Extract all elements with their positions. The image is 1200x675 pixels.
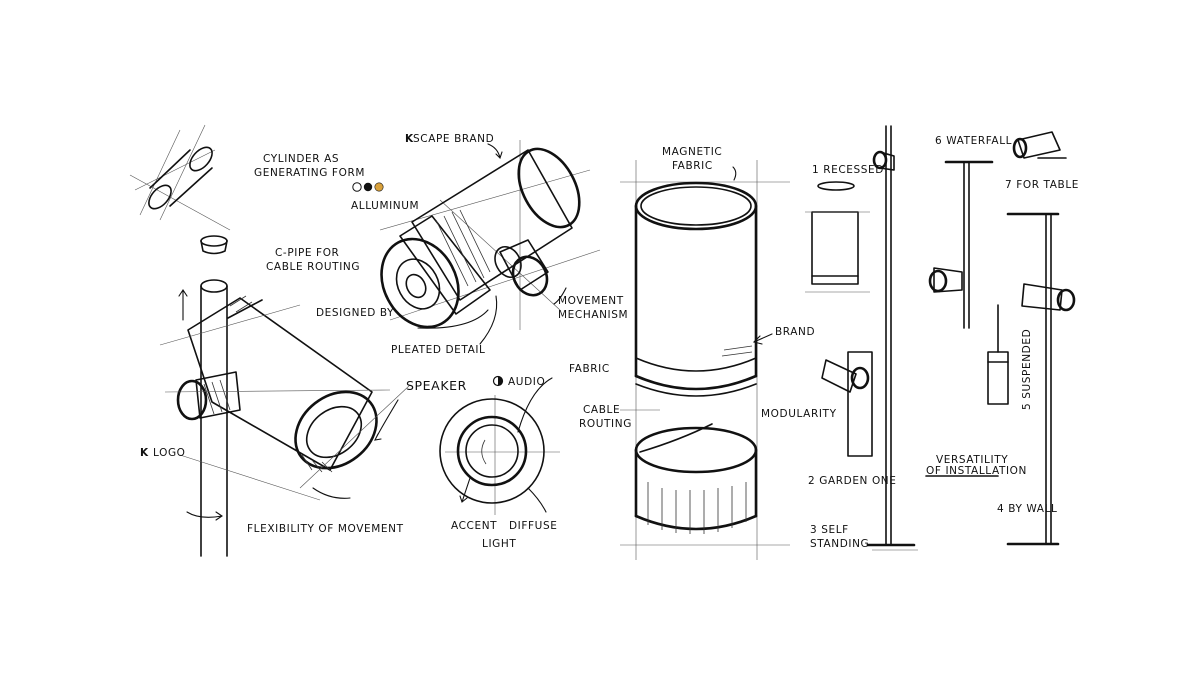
label-versatility-2: OF INSTALLATION <box>926 465 1027 477</box>
label-suspended: 5 SUSPENDED <box>1021 329 1033 410</box>
label-movement-2: MECHANISM <box>558 309 628 321</box>
label-brand-k: K <box>405 133 414 145</box>
label-pleated: PLEATED DETAIL <box>391 344 486 356</box>
speaker-body-sketch <box>352 140 601 345</box>
label-garden: 2 GARDEN ONE <box>808 475 897 487</box>
label-recessed: 1 RECESSED <box>812 164 884 176</box>
label-flexibility: FLEXIBILITY OF MOVEMENT <box>247 523 404 535</box>
label-aluminum: ALLUMINUM <box>351 200 419 212</box>
label-fabric: FABRIC <box>569 363 610 375</box>
front-view-sketch <box>439 375 560 515</box>
label-cylinder-2: GENERATING FORM <box>254 167 365 179</box>
label-cable-2: ROUTING <box>579 418 632 430</box>
label-diffuse: DIFFUSE <box>509 520 557 532</box>
label-waterfall: 6 WATERFALL <box>935 135 1012 147</box>
label-k-logo: LOGO <box>153 447 186 459</box>
label-cpipe-1: C-PIPE FOR <box>275 247 339 259</box>
modular-cylinder-sketch <box>620 160 790 560</box>
pole-speaker-sketch <box>159 235 411 557</box>
label-speaker: SPEAKER <box>406 378 467 393</box>
label-magnetic-2: FABRIC <box>672 160 713 172</box>
label-wall: 4 BY WALL <box>997 503 1058 515</box>
label-versatility-1: VERSATILITY <box>936 454 1008 466</box>
label-brand-right: BRAND <box>775 326 815 338</box>
label-cpipe-2: CABLE ROUTING <box>266 261 360 273</box>
label-table: 7 FOR TABLE <box>1005 179 1079 191</box>
cylinder-sketch <box>129 124 231 231</box>
label-modularity: MODULARITY <box>761 408 837 420</box>
label-light: LIGHT <box>482 538 516 550</box>
label-self-1: 3 SELF <box>810 524 849 536</box>
label-self-2: STANDING <box>810 538 869 550</box>
label-cylinder-1: CYLINDER AS <box>263 153 339 165</box>
label-brand: SCAPE BRAND <box>413 133 494 145</box>
label-k-logo-k: K <box>140 447 149 459</box>
label-cable-1: CABLE <box>583 404 620 416</box>
label-magnetic-1: MAGNETIC <box>662 146 722 158</box>
label-movement-1: MOVEMENT <box>558 295 624 307</box>
installation-sketch <box>805 125 1076 551</box>
label-audio: AUDIO <box>508 376 545 388</box>
label-accent: ACCENT <box>451 520 497 532</box>
label-designed-by: DESIGNED BY <box>316 307 394 319</box>
